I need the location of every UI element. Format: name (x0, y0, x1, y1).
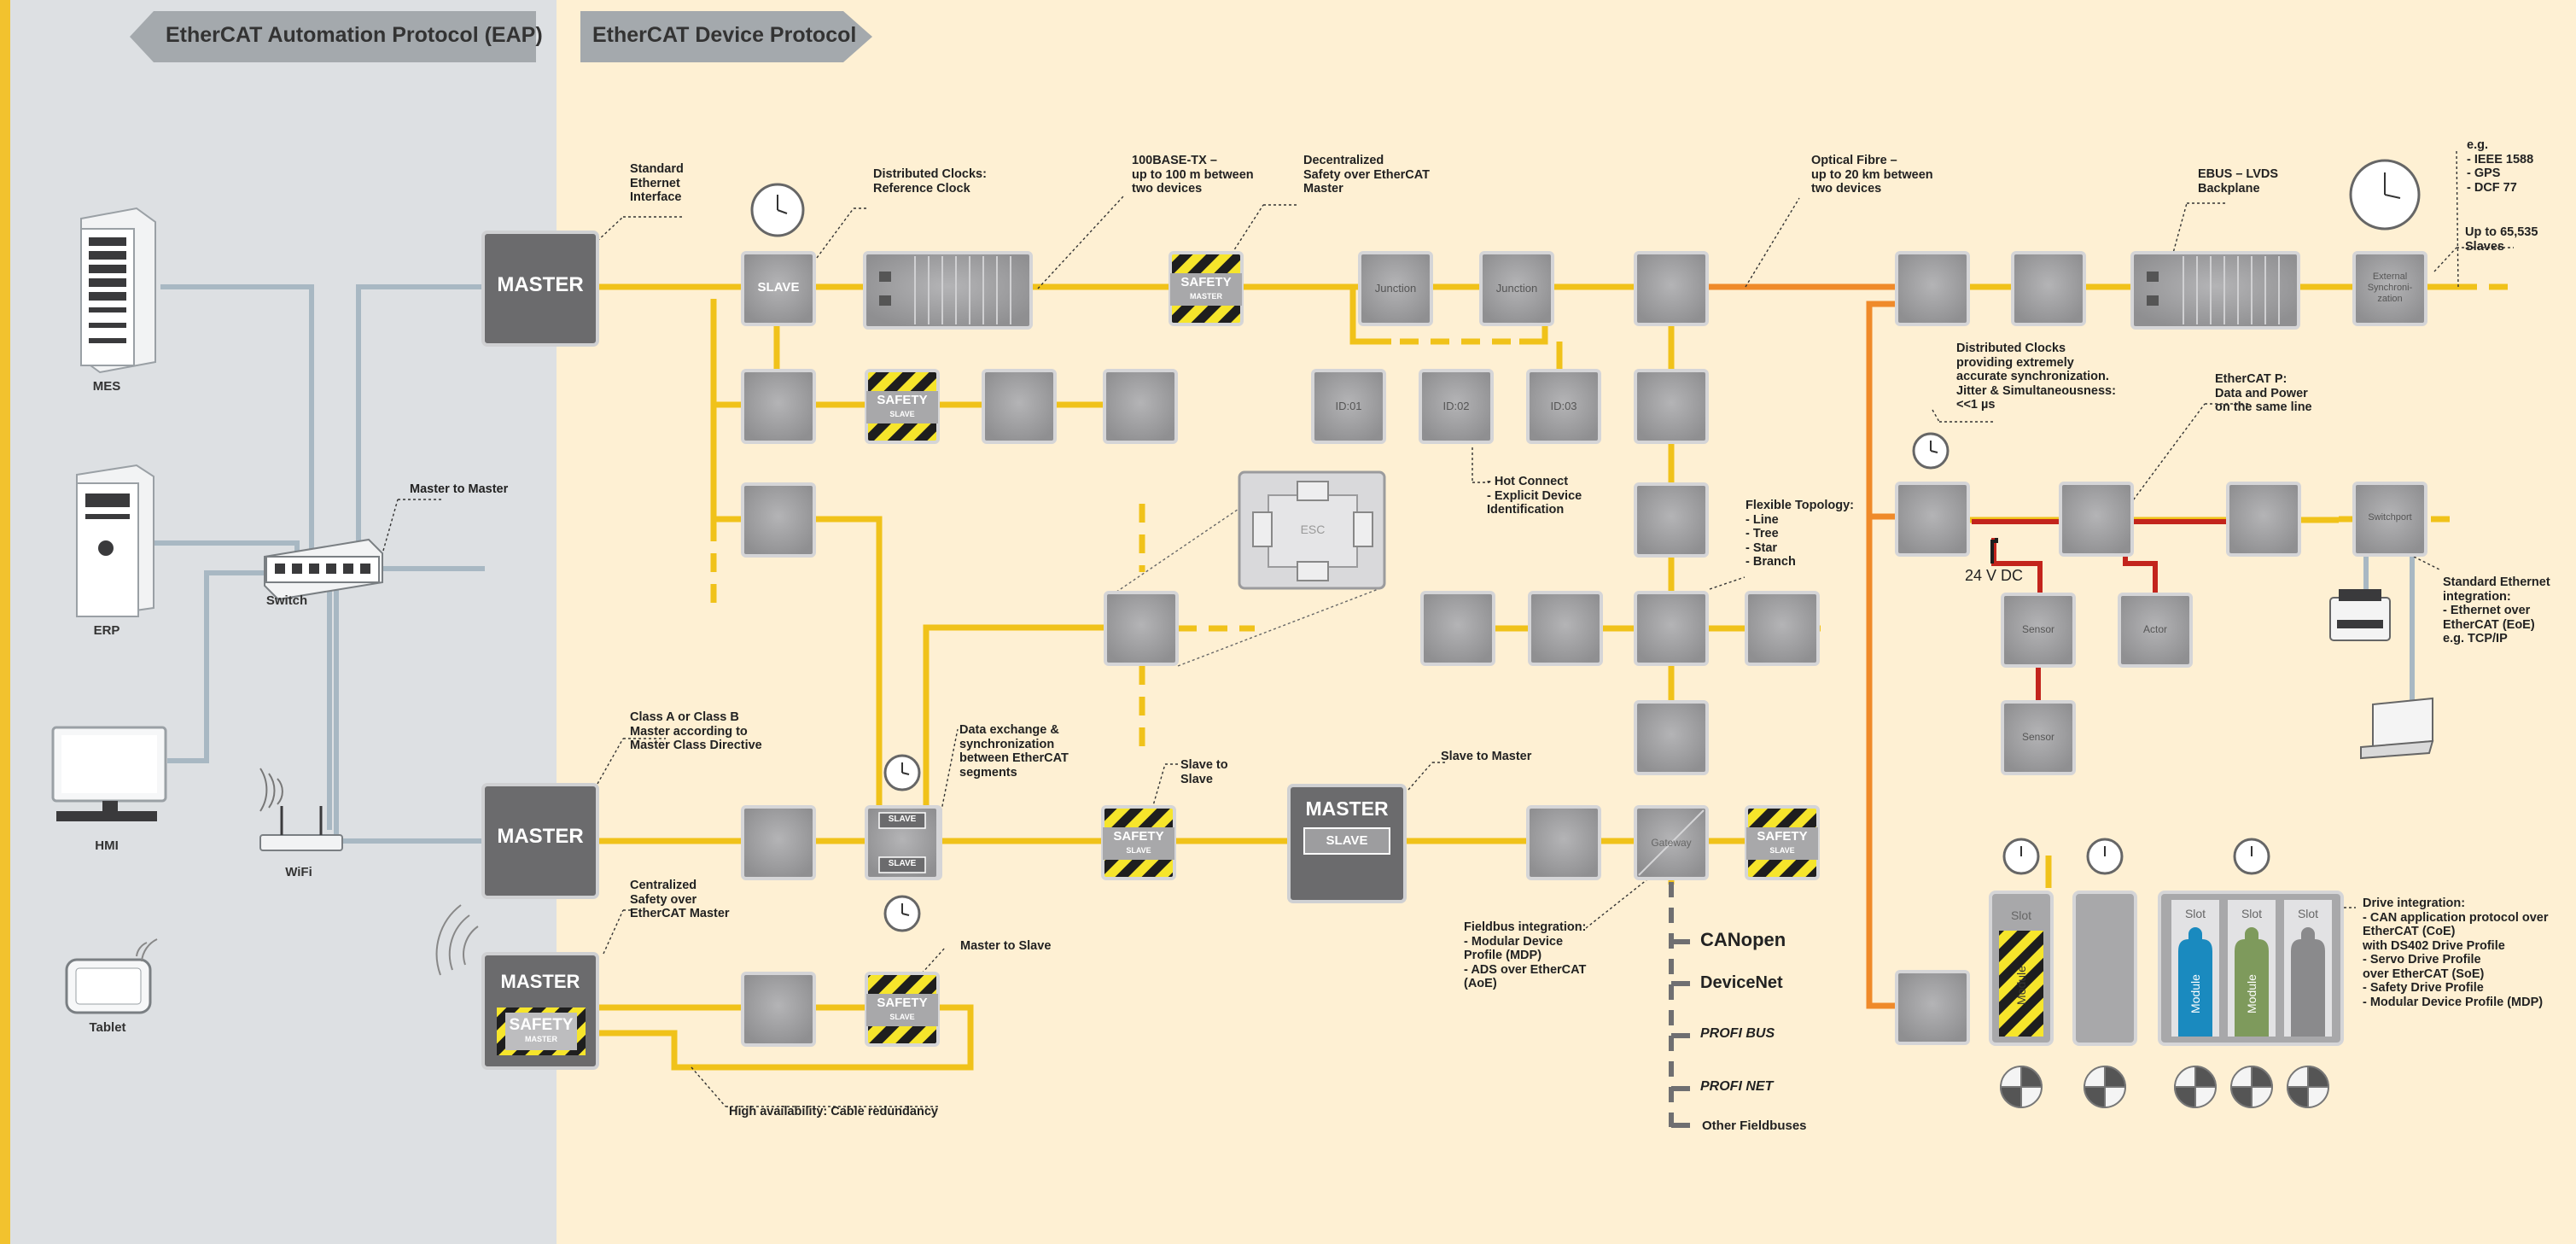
std-eth-integration-annotation: Standard Ethernet integration: - Etherne… (2443, 575, 2550, 645)
canopen-logo: CANopen (1700, 929, 1786, 950)
up-to-slaves-annotation: Up to 65,535 Slaves (2465, 225, 2538, 254)
hmi-monitor-icon (51, 726, 167, 821)
class-ab-annotation: Class A or Class B Master according to M… (630, 710, 762, 752)
fieldbus-lines (1669, 882, 1690, 1128)
profibus-logo: PROFI BUS (1700, 1026, 1775, 1041)
hmi-label: HMI (95, 838, 119, 853)
slave-to-master-annotation: Slave to Master (1441, 750, 1532, 763)
ethercat-dashed (710, 338, 1511, 751)
master-box-1 (481, 231, 599, 347)
drive-annotation: Drive integration: - CAN application pro… (2363, 896, 2549, 1009)
hot-connect-annotation: - Hot Connect - Explicit Device Identifi… (1487, 475, 1582, 517)
printer-icon (2329, 589, 2391, 641)
tablet-label: Tablet (89, 1020, 126, 1035)
slot-module-group-1 (1989, 891, 2054, 1046)
switch-icon (264, 538, 383, 601)
slave-to-slave-annotation: Slave to Slave (1180, 758, 1228, 786)
switch-label: Switch (265, 593, 308, 608)
decentral-safety-annotation: Decentralized Safety over EtherCAT Maste… (1303, 154, 1430, 196)
motor-icons (1999, 1065, 2330, 1109)
devicenet-logo: DeviceNet (1700, 973, 1783, 992)
high-availability-annotation: High availability: Cable redundancy (729, 1105, 938, 1118)
ethernet-lines (154, 284, 485, 844)
data-exchange-annotation: Data exchange & synchronization between … (959, 723, 1069, 780)
dc-voltage-label: 24 V DC (1965, 567, 2024, 584)
terminal-block-1 (863, 251, 1033, 330)
eap-header-arrow (130, 11, 536, 62)
std-eth-annotation: Standard Ethernet Interface (630, 162, 684, 204)
esc-zoom-box (1238, 470, 1386, 590)
slot-module-group-3 (2158, 891, 2344, 1046)
master-to-master-annotation: Master to Master (410, 482, 509, 496)
fieldbus-annotation: Fieldbus integration: - Modular Device P… (1464, 920, 1587, 990)
mes-label: MES (92, 379, 121, 394)
wifi-router-icon (259, 768, 343, 851)
central-safety-annotation: Centralized Safety over EtherCAT Master (630, 879, 730, 920)
eap-zone (0, 0, 557, 1244)
device-header-arrow (580, 11, 872, 62)
dist-clocks-sync-annotation: Distributed Clocks providing extremely a… (1956, 342, 2116, 412)
eg-sync-annotation: e.g. - IEEE 1588 - GPS - DCF 77 (2467, 138, 2534, 195)
leader-lines (382, 149, 2514, 1107)
base-tx-annotation: 100BASE-TX – up to 100 m between two dev… (1132, 154, 1254, 196)
ebus-annotation: EBUS – LVDS Backplane (2198, 167, 2279, 196)
erp-label: ERP (93, 623, 120, 638)
safety-label-plates (866, 273, 1818, 1026)
ethercat-p-annotation: EtherCAT P: Data and Power on the same l… (2215, 372, 2312, 414)
dist-clocks-ref-annotation: Distributed Clocks: Reference Clock (873, 167, 987, 196)
slave-boxes (741, 251, 2427, 1047)
eap-header-title: EtherCAT Automation Protocol (EAP) (166, 23, 543, 47)
master-box-3 (481, 952, 599, 1070)
optical-annotation: Optical Fibre – up to 20 km between two … (1811, 154, 1933, 196)
erp-pc-icon (76, 464, 154, 618)
flex-topology-annotation: Flexible Topology: - Line - Tree - Star … (1746, 499, 1855, 569)
master-slave-box (1287, 784, 1407, 903)
gateway-box (1634, 805, 1709, 880)
master-box-2 (481, 783, 599, 899)
clock-hands (777, 172, 2401, 916)
wifi-label: WiFi (285, 865, 312, 879)
segment-connector-box (865, 805, 940, 880)
slot-module-group-2 (2072, 891, 2137, 1046)
master-to-slave-annotation: Master to Slave (960, 939, 1052, 953)
profinet-logo: PROFI NET (1700, 1079, 1774, 1094)
other-fieldbuses-label: Other Fieldbuses (1702, 1118, 1807, 1133)
tablet-icon (65, 938, 158, 1014)
fibre-lines (1707, 283, 1898, 1009)
device-protocol-header-title: EtherCAT Device Protocol (592, 23, 857, 47)
wireless-icon (435, 904, 479, 976)
left-stripe (0, 0, 10, 1244)
laptop-icon (2360, 697, 2434, 760)
terminal-block-2 (2130, 251, 2300, 330)
mes-server-icon (80, 207, 156, 374)
